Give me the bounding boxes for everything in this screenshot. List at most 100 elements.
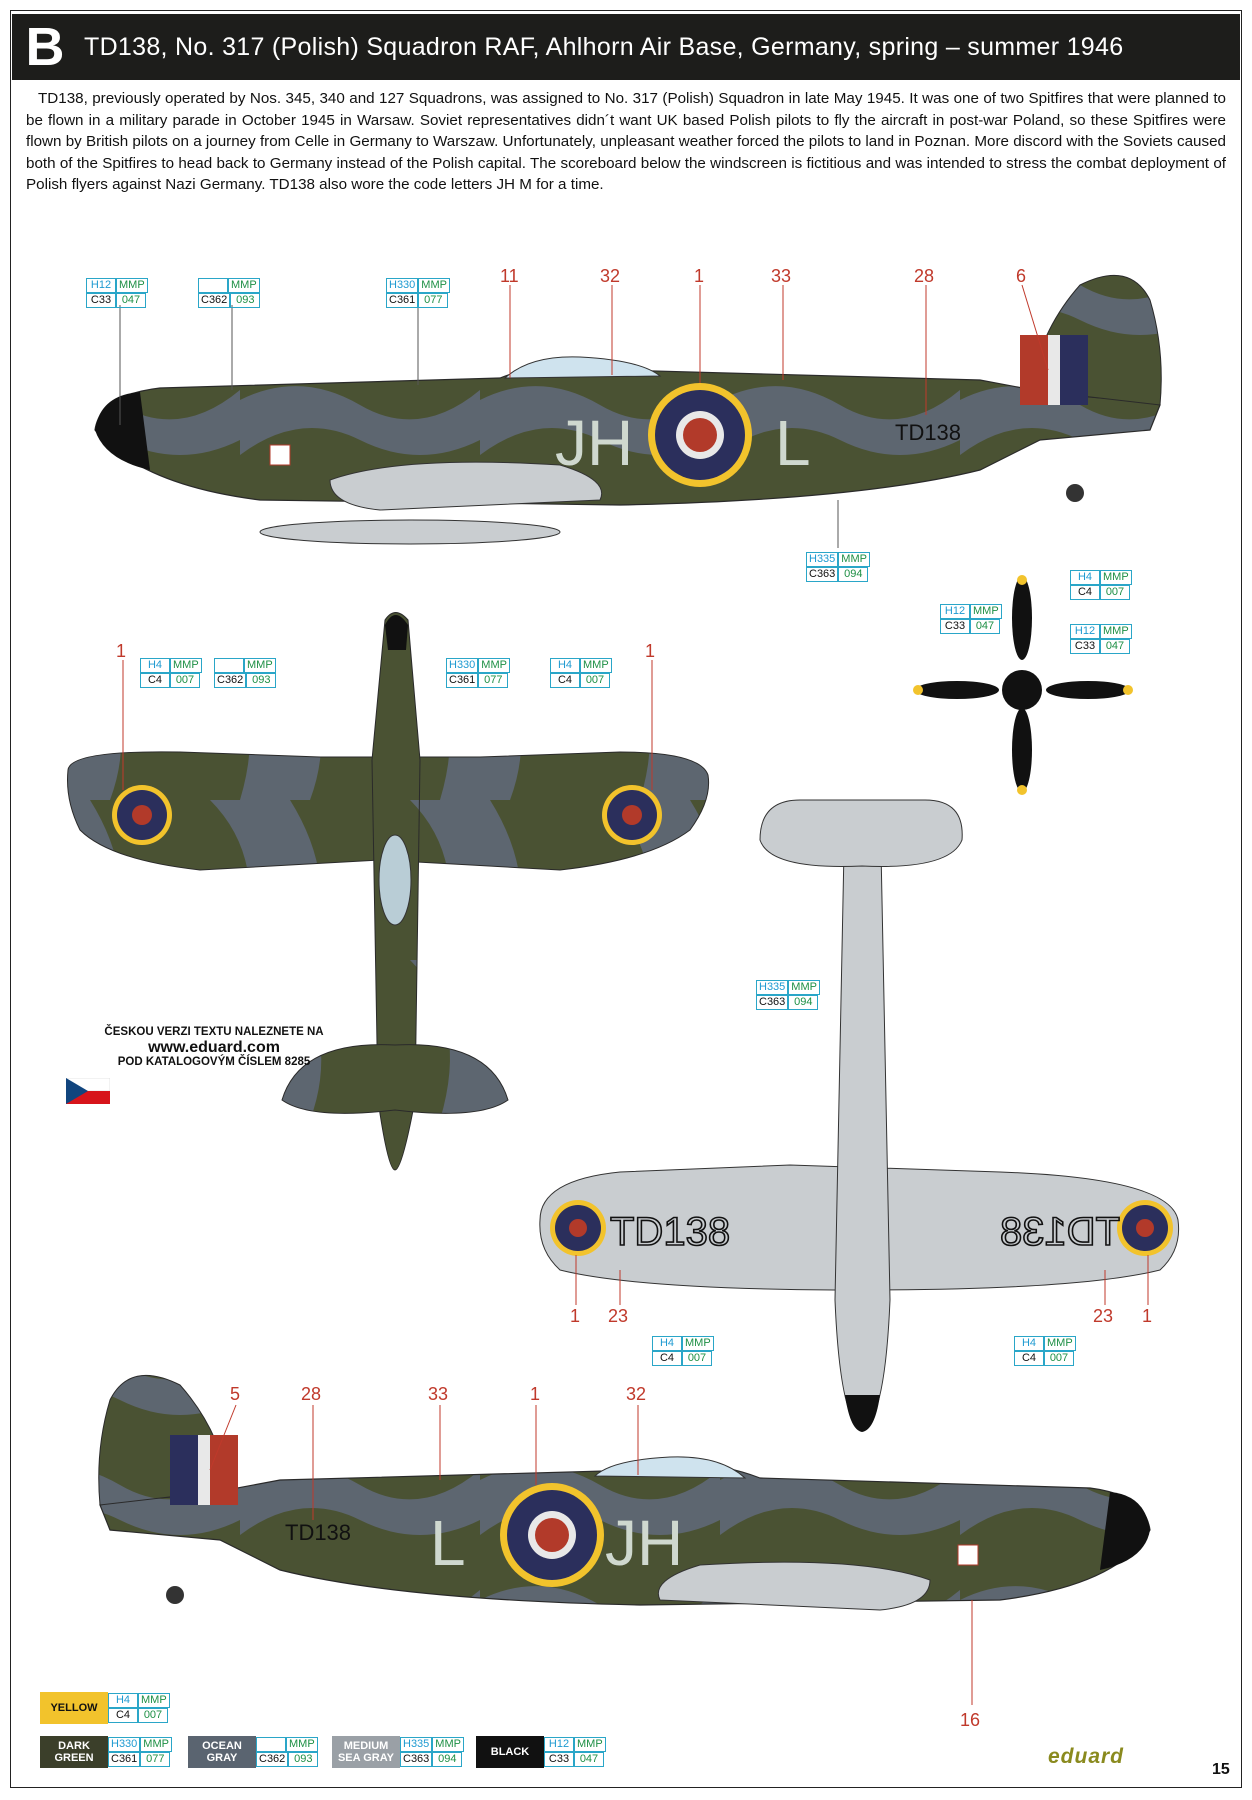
callout-number: 23 xyxy=(1093,1306,1113,1326)
serial-under-right: TD138 xyxy=(1000,1210,1120,1254)
prop-tip xyxy=(1123,685,1133,695)
callout-line xyxy=(209,1404,237,1471)
page-frame xyxy=(10,10,1242,1788)
prop-blade xyxy=(1046,681,1130,699)
callout-number: 23 xyxy=(608,1306,628,1326)
callout-number: 33 xyxy=(771,266,791,286)
spinner-side1 xyxy=(95,392,150,470)
prop-tip xyxy=(913,685,923,695)
czech-line2: POD KATALOGOVÝM ČÍSLEM 8285 xyxy=(117,1056,311,1068)
czech-flag-icon xyxy=(66,1078,110,1104)
code-letter-right-side1: L xyxy=(775,407,811,479)
callout-number: 1 xyxy=(694,266,704,286)
callout-number: 1 xyxy=(116,641,126,661)
callout-number: 1 xyxy=(570,1306,580,1326)
polish-checker-side1 xyxy=(269,444,291,466)
roundel-under-right-red xyxy=(1136,1219,1154,1237)
code-letters-right-side2: JH xyxy=(605,1507,683,1579)
tailplane-under xyxy=(759,799,963,867)
serial-side2: TD138 xyxy=(285,1520,351,1545)
prop-blade xyxy=(1012,576,1032,660)
callout-number: 16 xyxy=(960,1710,980,1730)
prop-hub xyxy=(1002,670,1042,710)
fin-flash-red-2 xyxy=(210,1435,238,1505)
fin-flash-white-1 xyxy=(1048,335,1060,405)
callout-number: 28 xyxy=(914,266,934,286)
side-view-left: JH L TD138 11 32 1 33 28 6 xyxy=(94,266,1162,548)
legend-swatch: MEDIUM SEA GRAY xyxy=(332,1736,400,1768)
callout-number: 1 xyxy=(530,1384,540,1404)
legend-swatch: OCEAN GRAY xyxy=(188,1736,256,1768)
fin-flash-blue-1 xyxy=(1060,335,1088,405)
code-letters-left-side1: JH xyxy=(555,407,633,479)
wing-side1 xyxy=(329,461,602,511)
fin-flash-blue-2 xyxy=(170,1435,198,1505)
prop-blade xyxy=(1012,708,1032,792)
code-letter-left-side2: L xyxy=(430,1507,466,1579)
eduard-logo: eduard xyxy=(1048,1745,1125,1768)
page-number: 15 xyxy=(1212,1761,1230,1778)
prop-tip xyxy=(1017,575,1027,585)
canopy-top xyxy=(378,834,412,926)
callout-number: 11 xyxy=(500,266,519,286)
legend-swatch: DARK GREEN xyxy=(40,1736,108,1768)
fuselage-under xyxy=(834,799,891,1431)
spinner-top xyxy=(385,615,408,650)
spinner-under xyxy=(845,1395,880,1432)
callout-number: 5 xyxy=(230,1384,240,1404)
underside-view: TD138 TD138 1 23 23 1 xyxy=(539,799,1180,1432)
callout-number: 28 xyxy=(301,1384,321,1404)
legend-swatch: YELLOW xyxy=(40,1692,108,1724)
prop-blade xyxy=(915,681,999,699)
side-view-right: L JH TD138 5 28 33 1 32 16 xyxy=(98,1374,1151,1730)
roundel-under-left-red xyxy=(569,1219,587,1237)
canopy-side1 xyxy=(503,356,662,379)
profile-description: TD138, previously operated by Nos. 345, … xyxy=(26,90,1226,193)
prop-tip xyxy=(1017,785,1027,795)
callout-number: 6 xyxy=(1016,266,1026,286)
czech-note: ČESKOU VERZI TEXTU NALEZNETE NA www.edua… xyxy=(64,1025,364,1070)
propeller-view xyxy=(913,575,1133,795)
callout-line xyxy=(1021,284,1049,371)
droptank-side1 xyxy=(259,519,561,545)
czech-url[interactable]: www.eduard.com xyxy=(148,1039,280,1056)
fin-flash-white-2 xyxy=(198,1435,210,1505)
spinner-side2 xyxy=(1100,1492,1150,1570)
roundel-side1-red xyxy=(683,418,717,452)
fin-flash-red-1 xyxy=(1020,335,1048,405)
czech-line1: ČESKOU VERZI TEXTU NALEZNETE NA xyxy=(104,1026,324,1038)
legend-swatch: BLACK xyxy=(476,1736,544,1768)
roundel-top-right-red xyxy=(622,805,642,825)
callout-number: 1 xyxy=(645,641,655,661)
callout-number: 1 xyxy=(1142,1306,1152,1326)
profile-title: TD138, No. 317 (Polish) Squadron RAF, Ah… xyxy=(84,32,1124,61)
tailplane-top xyxy=(281,1044,509,1114)
profile-letter: B xyxy=(25,17,65,77)
wing-side2 xyxy=(658,1561,931,1611)
canopy-side2 xyxy=(593,1456,747,1479)
profile-header: B TD138, No. 317 (Polish) Squadron RAF, … xyxy=(12,14,1240,80)
tailwheel-side1 xyxy=(1066,484,1084,502)
callout-number: 33 xyxy=(428,1384,448,1404)
callout-number: 32 xyxy=(626,1384,646,1404)
polish-checker-side2 xyxy=(957,1544,979,1566)
roundel-side2-red xyxy=(535,1518,569,1552)
serial-side1: TD138 xyxy=(895,420,961,445)
